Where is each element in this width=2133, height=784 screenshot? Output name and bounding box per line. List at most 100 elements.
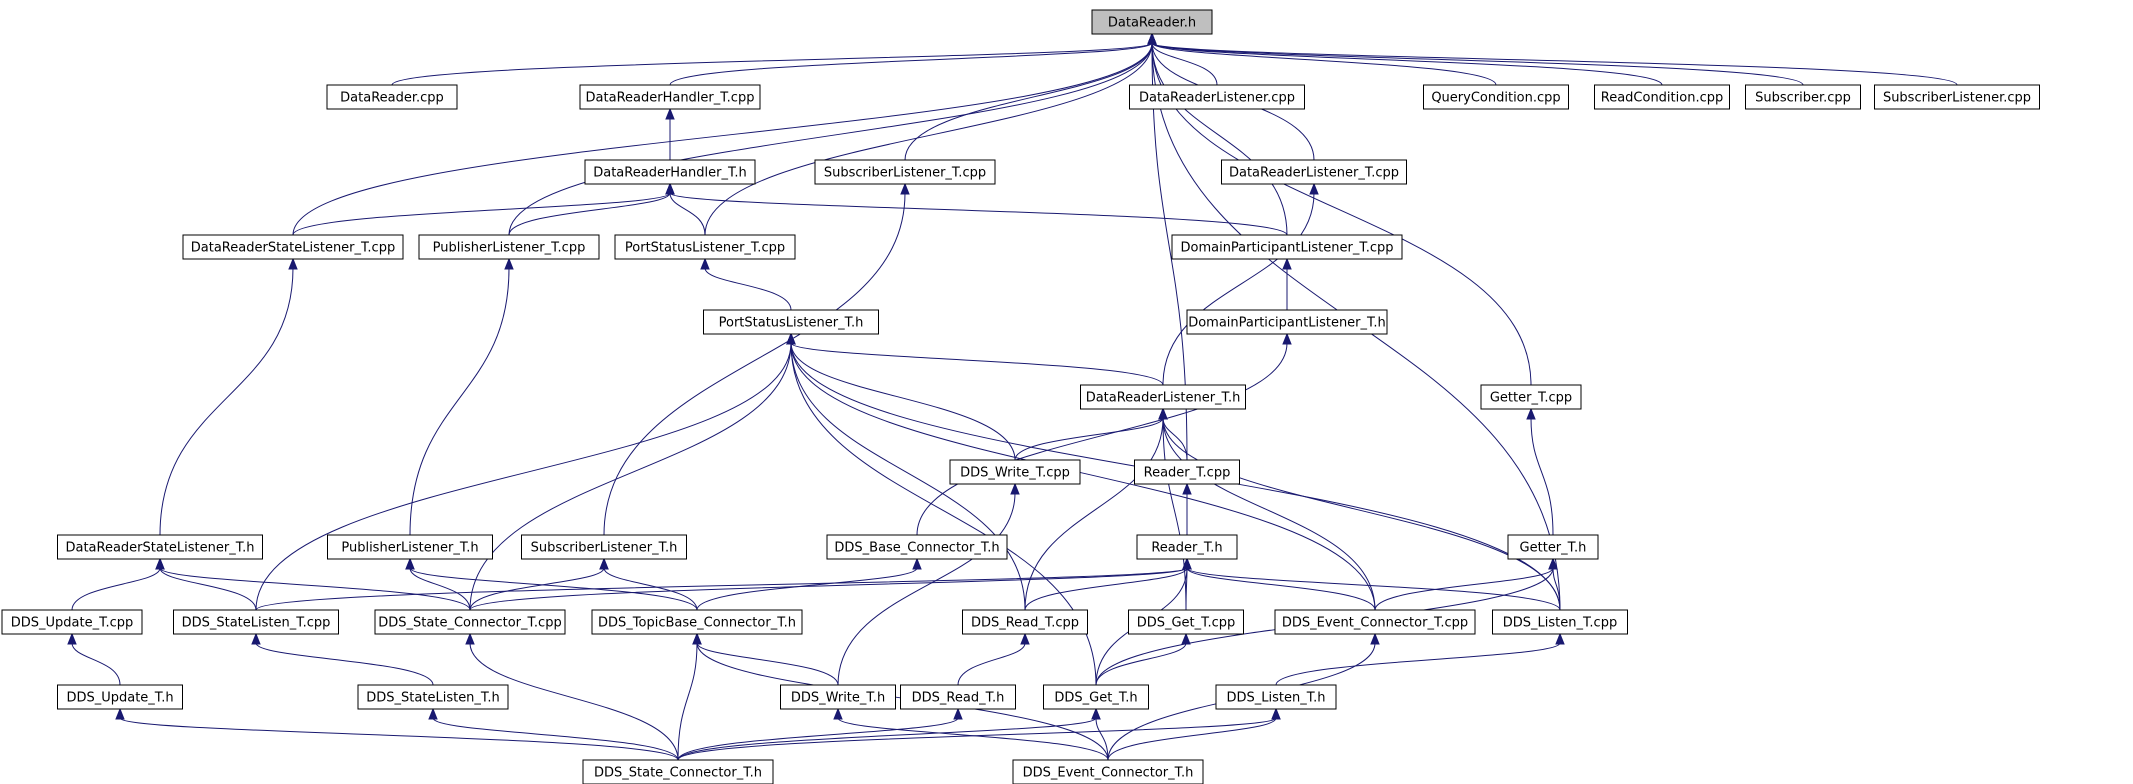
node-subscriber-listener-t-h[interactable]: SubscriberListener_T.h [521, 534, 687, 560]
node-label: DDS_StateListen_T.cpp [182, 616, 331, 631]
edge-dds-state-listen-t-cpp-to-data-reader-state-listener-t-h [155, 557, 257, 611]
node-port-status-listener-t-h[interactable]: PortStatusListener_T.h [703, 309, 879, 335]
node-data-reader-state-listener-t-h[interactable]: DataReaderStateListener_T.h [57, 534, 263, 560]
node-data-reader-cpp[interactable]: DataReader.cpp [326, 84, 458, 110]
node-box [327, 534, 493, 560]
edge-data-reader-state-listener-t-cpp-to-data-reader-handler-t-h [292, 182, 675, 236]
node-box [1492, 609, 1628, 635]
node-data-reader-handler-t-h[interactable]: DataReaderHandler_T.h [584, 159, 756, 185]
node-label: QueryCondition.cpp [1431, 91, 1560, 106]
node-box [374, 609, 566, 635]
node-publisher-listener-t-h[interactable]: PublisherListener_T.h [327, 534, 493, 560]
node-domain-participant-listener-t-cpp[interactable]: DomainParticipantListener_T.cpp [1171, 234, 1403, 260]
node-label: DDS_State_Connector_T.cpp [378, 616, 561, 631]
node-box [582, 759, 774, 784]
edge-data-reader-listener-t-h-to-data-reader-listener-t-cpp [1162, 182, 1319, 386]
edge-dds-state-listen-t-cpp-to-reader-t-h [255, 557, 1192, 611]
edge-data-reader-state-listener-t-h-to-data-reader-state-listener-t-cpp [159, 257, 298, 536]
edge-dds-write-t-h-to-dds-write-t-cpp [837, 482, 1020, 686]
node-reader-t-h[interactable]: Reader_T.h [1136, 534, 1238, 560]
node-dds-read-t-cpp[interactable]: DDS_Read_T.cpp [962, 609, 1088, 635]
node-label: Getter_T.cpp [1490, 391, 1572, 406]
node-label: DDS_Get_T.cpp [1137, 616, 1236, 631]
node-dds-state-connector-t-h[interactable]: DDS_State_Connector_T.h [582, 759, 774, 784]
node-data-reader-listener-cpp[interactable]: DataReaderListener.cpp [1129, 84, 1305, 110]
node-subscriber-listener-t-cpp[interactable]: SubscriberListener_T.cpp [814, 159, 996, 185]
node-label: DDS_Update_T.cpp [11, 616, 134, 631]
node-box [1745, 84, 1861, 110]
node-box [962, 609, 1088, 635]
node-reader-t-cpp[interactable]: Reader_T.cpp [1134, 459, 1240, 485]
edge-data-reader-handler-t-h-to-data-reader-handler-t-cpp [665, 107, 675, 160]
node-box [1274, 609, 1476, 635]
edge-dds-read-t-h-to-dds-read-t-cpp [957, 632, 1030, 686]
node-dds-state-listen-t-cpp[interactable]: DDS_StateListen_T.cpp [173, 609, 339, 635]
edge-dds-event-connector-t-h-to-dds-get-t-h [1091, 707, 1109, 761]
node-box [1186, 309, 1388, 335]
node-label: PortStatusListener_T.h [719, 316, 864, 331]
node-publisher-listener-t-cpp[interactable]: PublisherListener_T.cpp [418, 234, 600, 260]
node-box [521, 534, 687, 560]
node-dds-get-t-cpp[interactable]: DDS_Get_T.cpp [1128, 609, 1244, 635]
node-label: DDS_Base_Connector_T.h [834, 541, 999, 556]
node-label: DDS_Write_T.cpp [960, 466, 1070, 481]
node-label: DataReader.h [1108, 16, 1196, 31]
node-data-reader-h[interactable]: DataReader.h [1091, 9, 1213, 35]
node-label: Reader_T.cpp [1144, 466, 1231, 481]
node-dds-state-connector-t-cpp[interactable]: DDS_State_Connector_T.cpp [374, 609, 566, 635]
node-dds-state-listen-t-h[interactable]: DDS_StateListen_T.h [357, 684, 509, 710]
node-dds-update-t-h[interactable]: DDS_Update_T.h [57, 684, 183, 710]
node-dds-update-t-cpp[interactable]: DDS_Update_T.cpp [1, 609, 143, 635]
node-box [1129, 84, 1305, 110]
node-box [1480, 384, 1582, 410]
edge-dds-write-t-cpp-to-port-status-listener-t-h [786, 332, 1016, 461]
node-label: DDS_Listen_T.h [1226, 691, 1325, 706]
node-label: DataReaderListener_T.h [1086, 391, 1241, 406]
node-dds-get-t-h[interactable]: DDS_Get_T.h [1043, 684, 1149, 710]
node-getter-t-h[interactable]: Getter_T.h [1507, 534, 1599, 560]
edge-dds-state-connector-t-h-to-dds-update-t-h [115, 707, 679, 761]
edge-dds-state-listen-t-h-to-dds-state-listen-t-cpp [251, 632, 434, 686]
node-dds-write-t-cpp[interactable]: DDS_Write_T.cpp [949, 459, 1081, 485]
node-port-status-listener-t-cpp[interactable]: PortStatusListener_T.cpp [614, 234, 796, 260]
node-dds-base-connector-t-h[interactable]: DDS_Base_Connector_T.h [826, 534, 1008, 560]
node-subscriber-cpp[interactable]: Subscriber.cpp [1745, 84, 1861, 110]
node-data-reader-state-listener-t-cpp[interactable]: DataReaderStateListener_T.cpp [182, 234, 404, 260]
node-label: DataReader.cpp [340, 91, 444, 106]
node-label: DataReaderStateListener_T.h [65, 541, 254, 556]
edge-publisher-listener-t-h-to-publisher-listener-t-cpp [409, 257, 514, 536]
node-box [1080, 384, 1246, 410]
edge-dds-event-connector-t-h-to-dds-listen-t-h [1107, 707, 1281, 761]
node-data-reader-listener-t-h[interactable]: DataReaderListener_T.h [1080, 384, 1246, 410]
node-dds-event-connector-t-h[interactable]: DDS_Event_Connector_T.h [1012, 759, 1204, 784]
node-box [57, 534, 263, 560]
node-box [591, 609, 803, 635]
node-dds-topic-base-connector-t-h[interactable]: DDS_TopicBase_Connector_T.h [591, 609, 803, 635]
node-label: DDS_Event_Connector_T.h [1023, 766, 1194, 781]
node-query-condition-cpp[interactable]: QueryCondition.cpp [1423, 84, 1569, 110]
node-dds-listen-t-cpp[interactable]: DDS_Listen_T.cpp [1492, 609, 1628, 635]
node-label: DataReaderStateListener_T.cpp [191, 241, 395, 256]
node-getter-t-cpp[interactable]: Getter_T.cpp [1480, 384, 1582, 410]
node-dds-listen-t-h[interactable]: DDS_Listen_T.h [1215, 684, 1337, 710]
node-box [826, 534, 1008, 560]
node-box [814, 159, 996, 185]
node-box [1874, 84, 2040, 110]
node-read-condition-cpp[interactable]: ReadCondition.cpp [1594, 84, 1730, 110]
node-label: DDS_Get_T.h [1054, 691, 1137, 706]
node-subscriber-listener-cpp[interactable]: SubscriberListener.cpp [1874, 84, 2040, 110]
node-data-reader-handler-t-cpp[interactable]: DataReaderHandler_T.cpp [579, 84, 761, 110]
node-dds-read-t-h[interactable]: DDS_Read_T.h [900, 684, 1016, 710]
edge-dds-update-t-h-to-dds-update-t-cpp [67, 632, 121, 686]
node-label: DDS_Listen_T.cpp [1503, 616, 1617, 631]
node-box [579, 84, 761, 110]
node-label: ReadCondition.cpp [1601, 91, 1723, 106]
edge-dds-state-connector-t-h-to-dds-get-t-h [677, 707, 1101, 761]
edge-dds-write-t-h-to-dds-topic-base-connector-t-h [692, 632, 839, 686]
node-data-reader-listener-t-cpp[interactable]: DataReaderListener_T.cpp [1221, 159, 1407, 185]
node-label: DDS_Read_T.cpp [971, 616, 1079, 631]
edge-dds-event-connector-t-cpp-to-port-status-listener-t-h [786, 332, 1376, 611]
node-domain-participant-listener-t-h[interactable]: DomainParticipantListener_T.h [1186, 309, 1388, 335]
node-dds-write-t-h[interactable]: DDS_Write_T.h [780, 684, 896, 710]
node-dds-event-connector-t-cpp[interactable]: DDS_Event_Connector_T.cpp [1274, 609, 1476, 635]
